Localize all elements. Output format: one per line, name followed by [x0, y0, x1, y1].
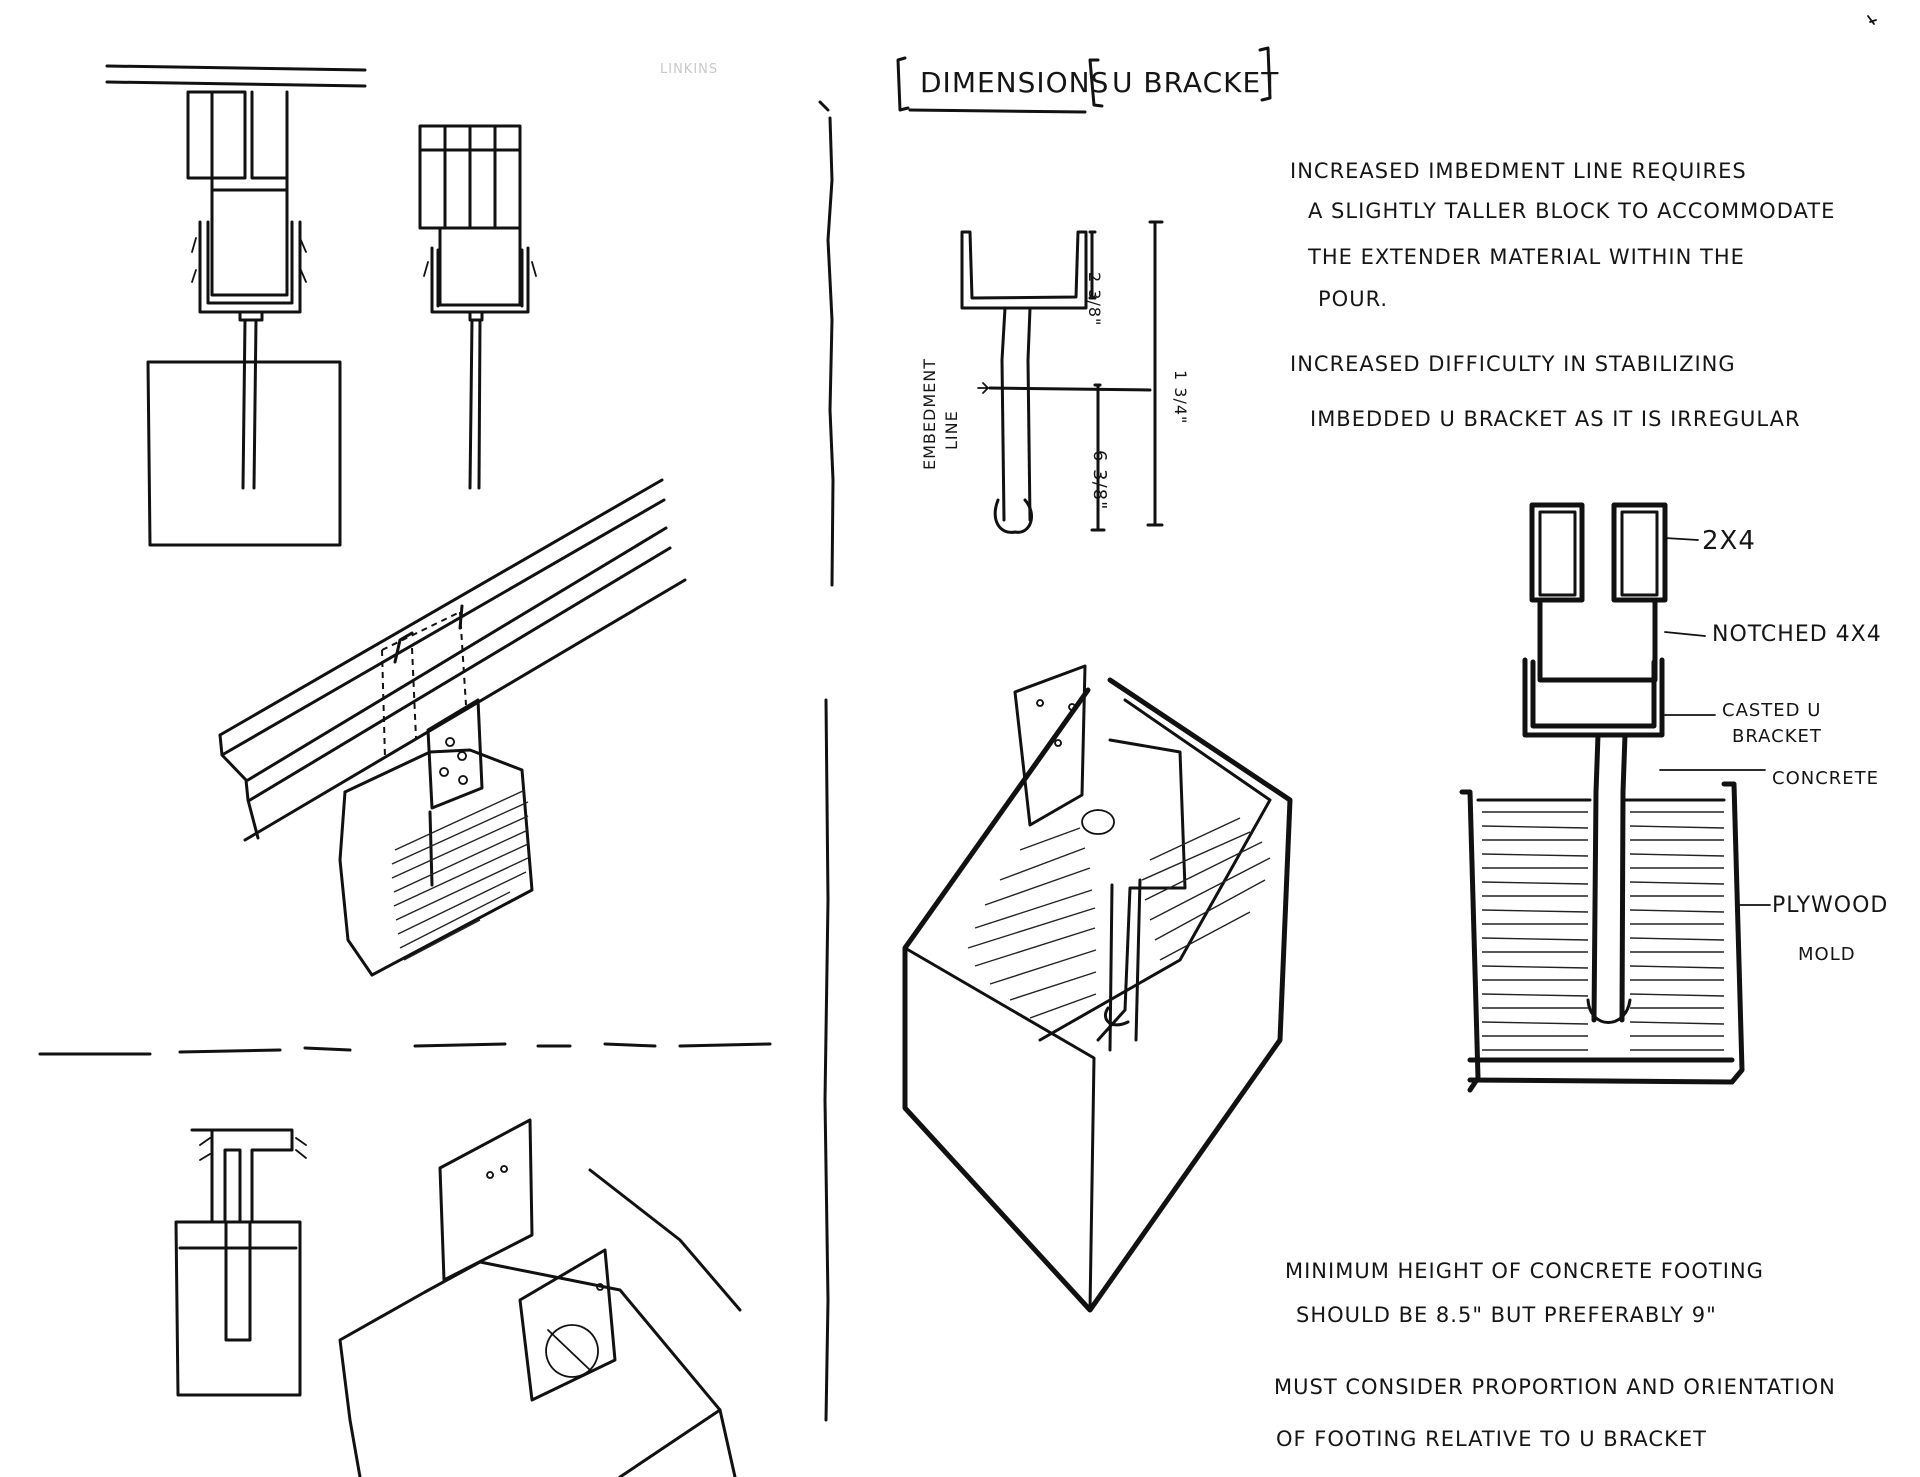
title-frame	[896, 46, 1272, 114]
note-bottom-line: of footing relative to U bracket	[1276, 1427, 1707, 1451]
footing-perspective-drawing	[902, 664, 1293, 1313]
embedment-line-label: line	[942, 410, 961, 450]
label-concrete: Concrete	[1772, 768, 1880, 789]
section-drawing	[1459, 502, 1771, 1093]
note-bottom-line: Must consider proportion and orientation	[1274, 1375, 1836, 1399]
beam-perspective-drawing	[218, 478, 687, 977]
title-bracket-label: U bracket	[1112, 66, 1280, 99]
note-bottom-line: Minimum height of concrete footing	[1285, 1259, 1764, 1283]
section-divider-line	[38, 1042, 772, 1056]
note-top-line: Increased difficulty in stabilizing	[1290, 352, 1736, 376]
beam-block-hatching	[391, 789, 529, 961]
elevation-drawing-c	[174, 1128, 307, 1397]
label-plywood: Plywood	[1772, 893, 1889, 918]
note-top-line: a slightly taller block to accommodate	[1308, 199, 1836, 223]
footing-perspective-hatching	[967, 817, 1271, 1019]
label-notched-4x4: Notched 4x4	[1712, 622, 1882, 647]
dimensioned-bracket-drawing	[960, 220, 1164, 534]
corner-mark	[1867, 15, 1877, 25]
note-top-line: pour.	[1318, 287, 1389, 311]
faint-corner-text: LINKINS	[660, 62, 719, 77]
dimension-label: 6 3/8"	[1089, 450, 1110, 511]
embedment-line-label: Embedment	[920, 358, 939, 470]
vertical-divider-line	[818, 100, 835, 1422]
page-title: Dimensions	[920, 66, 1110, 99]
dimension-label: 1 3/4"	[1171, 370, 1190, 425]
note-top-line: Increased imbedment line requires	[1290, 159, 1747, 183]
label-2x4: 2x4	[1702, 526, 1756, 556]
note-top-line: imbedded U bracket as it is irregular	[1310, 407, 1801, 431]
elevation-drawing-a	[105, 64, 367, 547]
label-casted-bracket: Casted U	[1722, 700, 1822, 721]
dimension-label: 2 3/8"	[1085, 272, 1104, 327]
note-top-line: the extender material within the	[1308, 245, 1745, 269]
bracket-perspective-drawing	[338, 1118, 742, 1477]
section-concrete-hatching	[1481, 811, 1725, 1051]
label-mold: Mold	[1798, 944, 1856, 965]
note-bottom-line: should be 8.5" but preferably 9"	[1296, 1303, 1717, 1327]
label-casted-bracket: Bracket	[1732, 726, 1822, 747]
elevation-drawing-b	[418, 124, 537, 490]
